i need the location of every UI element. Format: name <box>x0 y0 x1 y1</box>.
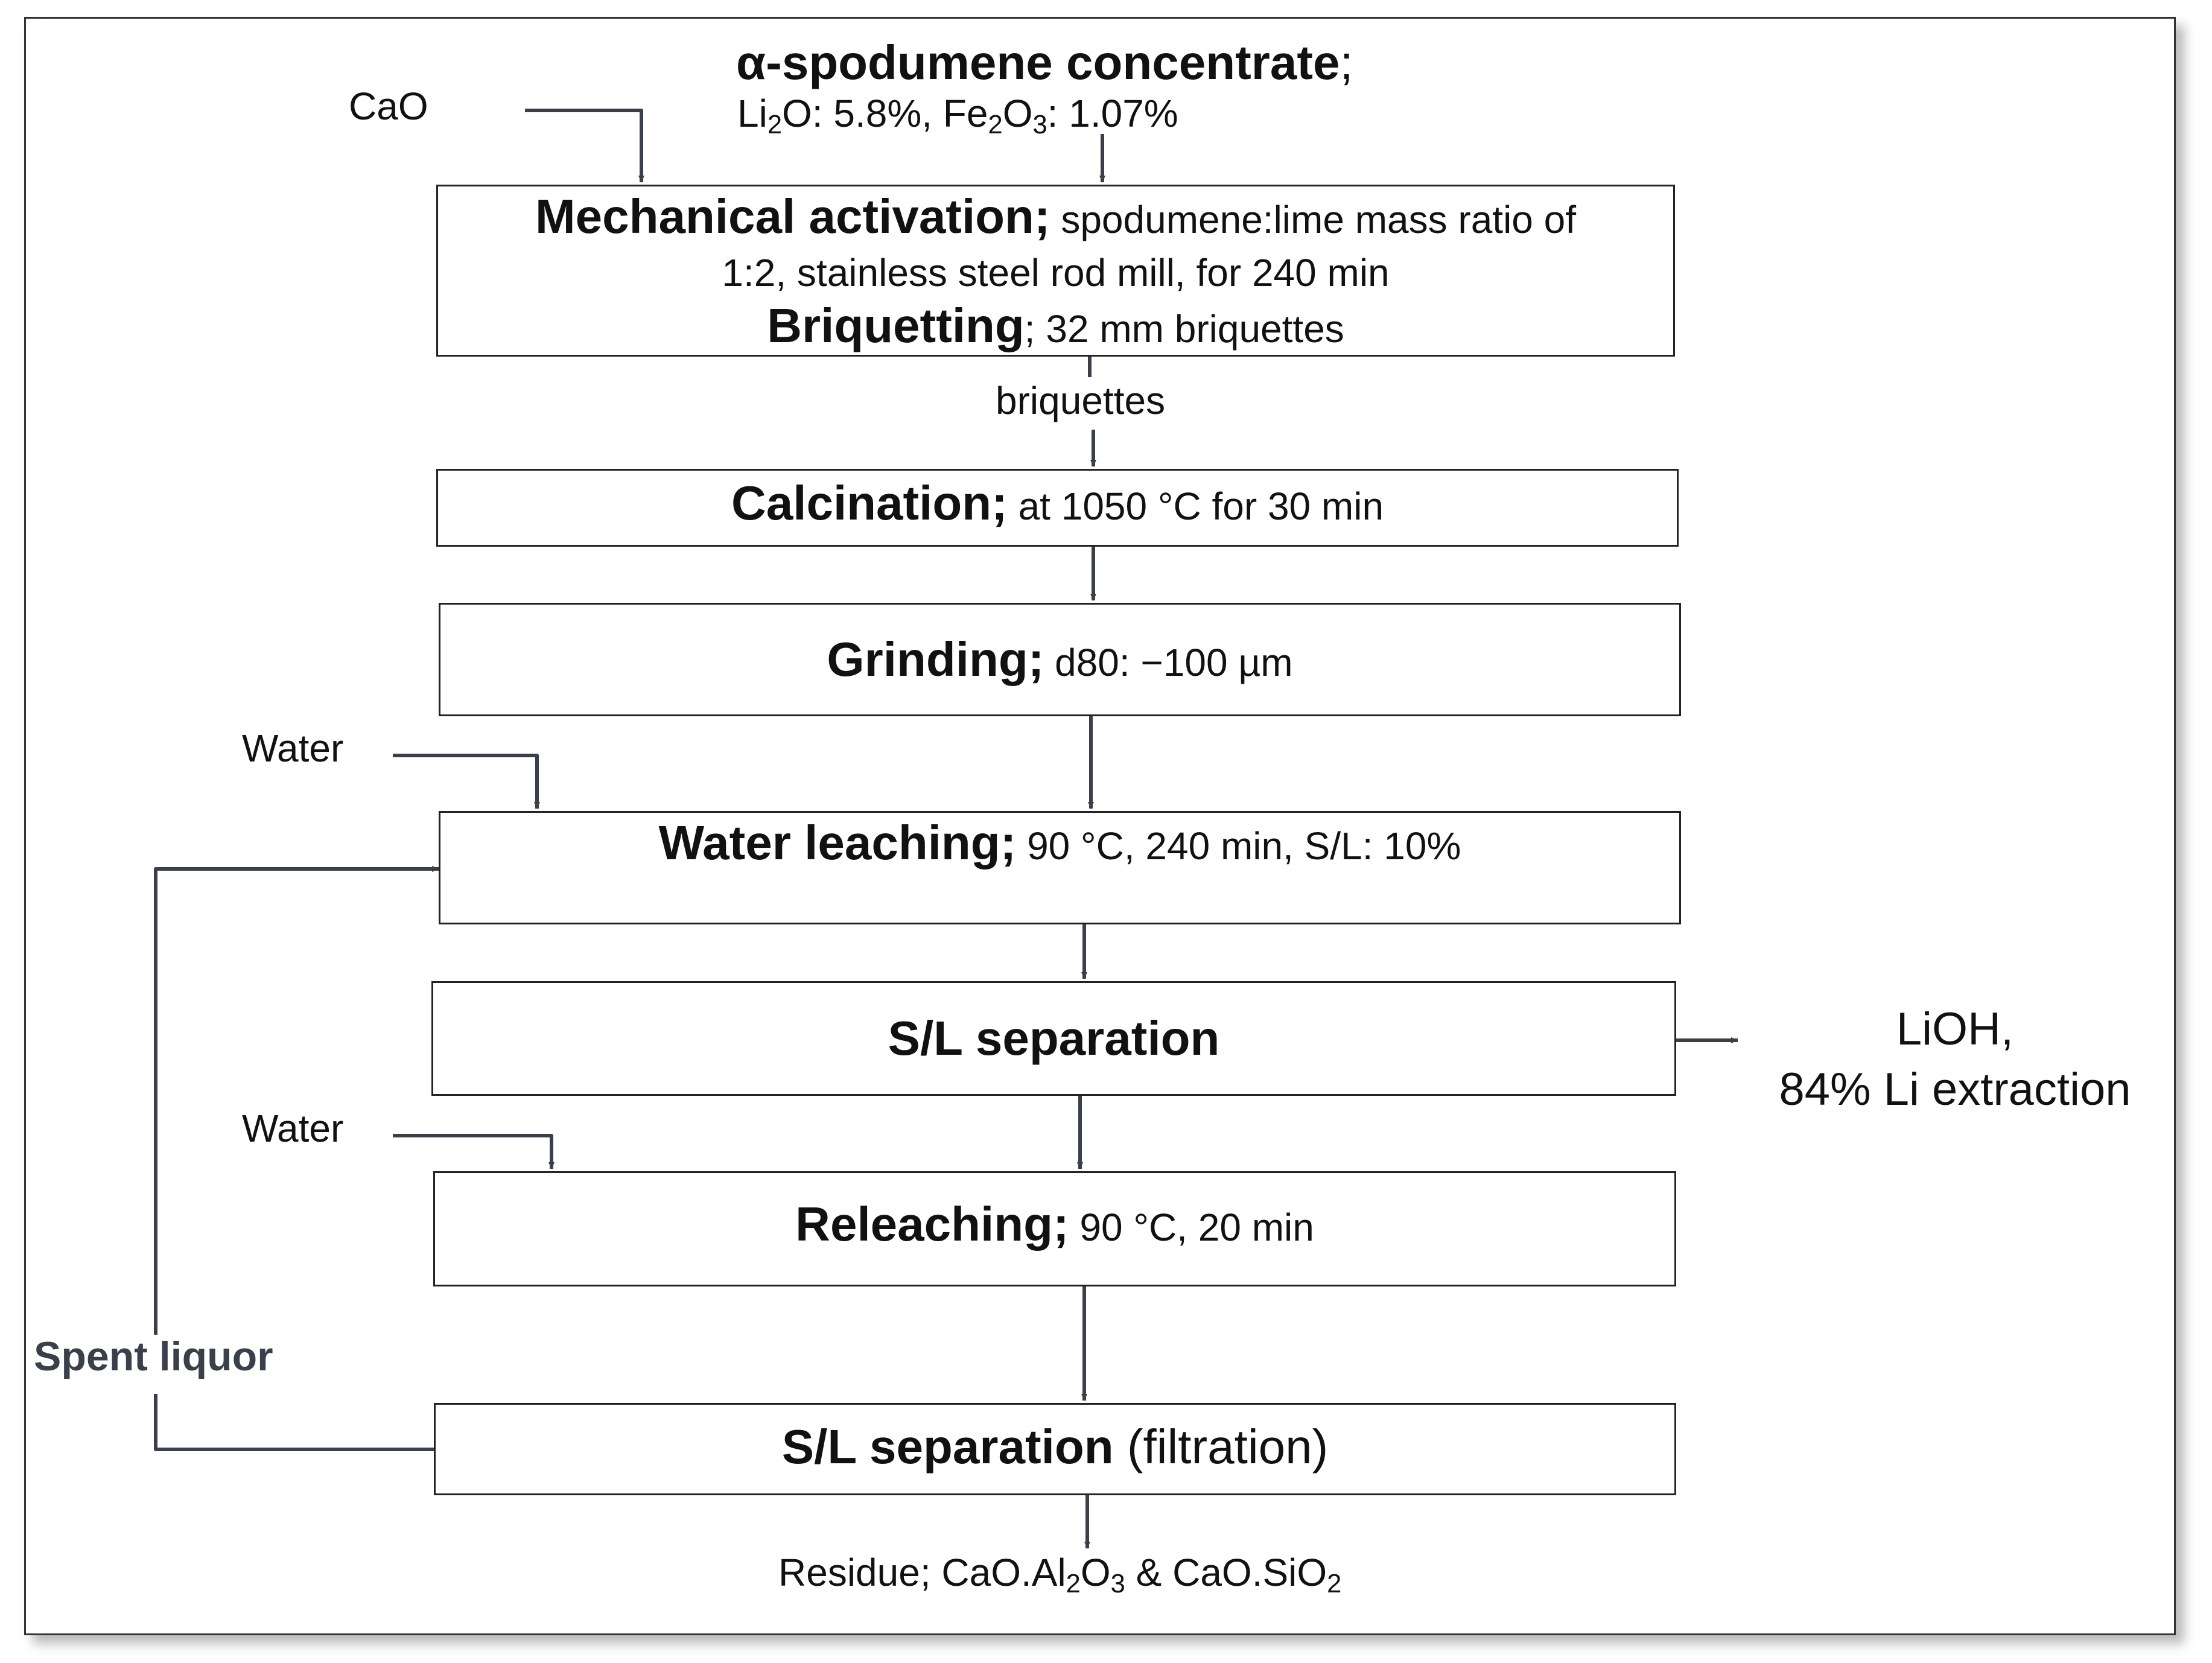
briquetting-title: Briquetting <box>767 299 1025 352</box>
feed-assay: Li2O: 5.8%, Fe2O3: 1.07% <box>737 92 1178 139</box>
water-leaching-title: Water leaching; <box>658 816 1017 870</box>
spent-liquor-label: Spent liquor <box>34 1334 273 1379</box>
water-input-label-1: Water <box>242 727 344 770</box>
water-leaching-box: Water leaching; 90 °C, 240 min, S/L: 10% <box>439 811 1681 924</box>
grinding-box: Grinding; d80: −100 µm <box>439 603 1681 716</box>
releaching-title: Releaching; <box>795 1197 1069 1251</box>
briquettes-label: briquettes <box>996 379 1166 422</box>
arrow-water-to-releaching <box>393 1134 555 1169</box>
lioh-product-label: LiOH, 84% Li extraction <box>1779 1003 2131 1115</box>
sl-filtration-box: S/L separation (filtration) <box>434 1403 1676 1495</box>
mechanical-activation-title: Mechanical activation; <box>535 189 1050 243</box>
arrow-water-to-water-leaching <box>393 754 540 809</box>
spent-liquor-recycle-upper <box>154 866 439 1335</box>
cao-input-label: CaO <box>349 84 428 128</box>
feed-name: α-spodumene concentrate <box>736 36 1340 89</box>
sl-separation-box: S/L separation <box>431 981 1676 1096</box>
spent-liquor-recycle-lower <box>154 1394 434 1451</box>
grinding-title: Grinding; <box>827 632 1044 686</box>
feed-title: α-spodumene concentrate; <box>736 36 1353 89</box>
sl-filtration-title: S/L separation <box>781 1420 1114 1474</box>
arrow-cao-to-mechanical <box>525 109 644 183</box>
calcination-title: Calcination; <box>731 476 1008 530</box>
calcination-box: Calcination; at 1050 °C for 30 min <box>436 469 1679 547</box>
mechanical-activation-box: Mechanical activation; spodumene:lime ma… <box>436 185 1675 357</box>
releaching-box: Releaching; 90 °C, 20 min <box>433 1171 1676 1286</box>
residue-label: Residue; CaO.Al2O3 & CaO.SiO2 <box>778 1551 1342 1598</box>
water-input-label-2: Water <box>242 1107 344 1150</box>
sl-separation-title: S/L separation <box>888 1011 1220 1065</box>
